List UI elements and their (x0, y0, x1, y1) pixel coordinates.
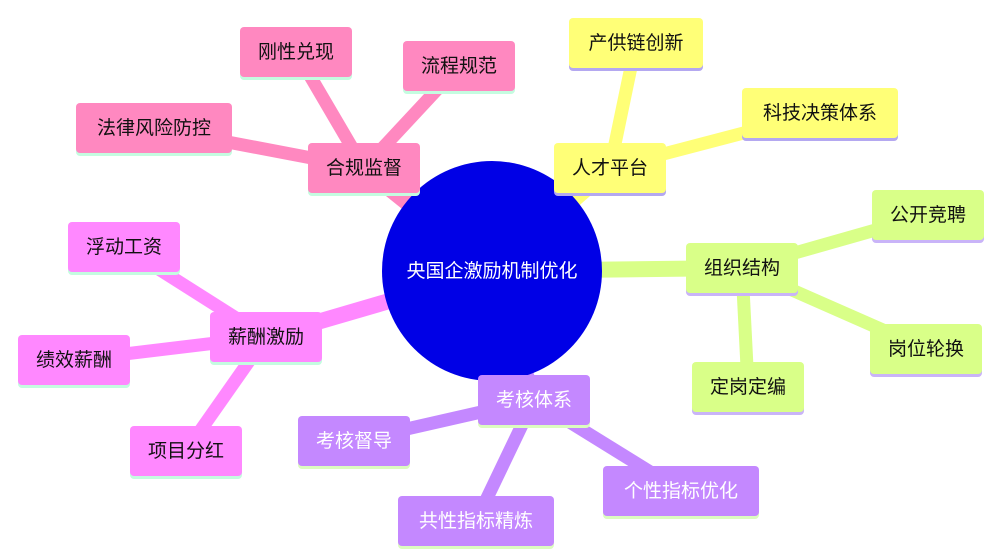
leaf-node-assessment-0[interactable]: 考核督导 (298, 416, 410, 469)
branch-node-org[interactable]: 组织结构 (686, 243, 798, 296)
node-label: 共性指标精炼 (419, 510, 533, 532)
node-box (398, 496, 554, 546)
node-label: 薪酬激励 (228, 326, 304, 348)
node-label: 组织结构 (704, 257, 780, 279)
node-label: 项目分红 (148, 440, 224, 462)
node-label: 考核体系 (496, 389, 572, 411)
leaf-node-talent-0[interactable]: 产供链创新 (569, 18, 703, 71)
node-box (872, 190, 984, 240)
branch-node-assessment[interactable]: 考核体系 (478, 375, 590, 428)
leaf-node-assessment-2[interactable]: 个性指标优化 (603, 466, 759, 519)
leaf-node-compliance-1[interactable]: 流程规范 (403, 41, 515, 94)
center-node-label: 央国企激励机制优化 (406, 260, 577, 282)
node-box (298, 416, 410, 466)
leaf-node-compliance-0[interactable]: 刚性兑现 (240, 27, 352, 80)
leaf-node-salary-1[interactable]: 绩效薪酬 (18, 335, 130, 388)
node-label: 合规监督 (326, 157, 402, 179)
node-box (554, 143, 666, 193)
branch-node-salary[interactable]: 薪酬激励 (210, 312, 322, 365)
branch-node-talent[interactable]: 人才平台 (554, 143, 666, 196)
leaf-node-salary-0[interactable]: 浮动工资 (68, 222, 180, 275)
node-label: 考核督导 (316, 430, 392, 452)
node-label: 绩效薪酬 (36, 349, 112, 371)
node-box (130, 426, 242, 476)
branch-node-compliance[interactable]: 合规监督 (308, 143, 420, 196)
node-box (686, 243, 798, 293)
node-label: 岗位轮换 (888, 338, 964, 360)
node-box (18, 335, 130, 385)
node-label: 人才平台 (572, 157, 648, 179)
node-box (692, 362, 804, 412)
center-node-circle[interactable] (382, 161, 602, 381)
node-box (403, 41, 515, 91)
node-box (210, 312, 322, 362)
leaf-node-salary-2[interactable]: 项目分红 (130, 426, 242, 479)
node-label: 科技决策体系 (763, 102, 877, 124)
leaf-node-org-2[interactable]: 定岗定编 (692, 362, 804, 415)
node-box (478, 375, 590, 425)
node-box (603, 466, 759, 516)
node-label: 产供链创新 (588, 32, 683, 54)
leaf-node-org-0[interactable]: 公开竞聘 (872, 190, 984, 243)
node-box (870, 324, 982, 374)
node-label: 个性指标优化 (624, 480, 738, 502)
node-label: 法律风险防控 (97, 117, 211, 139)
leaf-node-assessment-1[interactable]: 共性指标精炼 (398, 496, 554, 549)
node-label: 刚性兑现 (258, 41, 334, 63)
node-box (76, 103, 232, 153)
node-label: 公开竞聘 (890, 204, 966, 226)
node-label: 定岗定编 (710, 376, 786, 398)
node-box (68, 222, 180, 272)
node-box (569, 18, 703, 68)
leaf-node-talent-1[interactable]: 科技决策体系 (742, 88, 898, 141)
node-box (742, 88, 898, 138)
leaf-node-compliance-2[interactable]: 法律风险防控 (76, 103, 232, 156)
leaf-node-org-1[interactable]: 岗位轮换 (870, 324, 982, 377)
node-label: 浮动工资 (86, 236, 162, 258)
node-label: 流程规范 (421, 55, 497, 77)
node-box (240, 27, 352, 77)
node-box (308, 143, 420, 193)
